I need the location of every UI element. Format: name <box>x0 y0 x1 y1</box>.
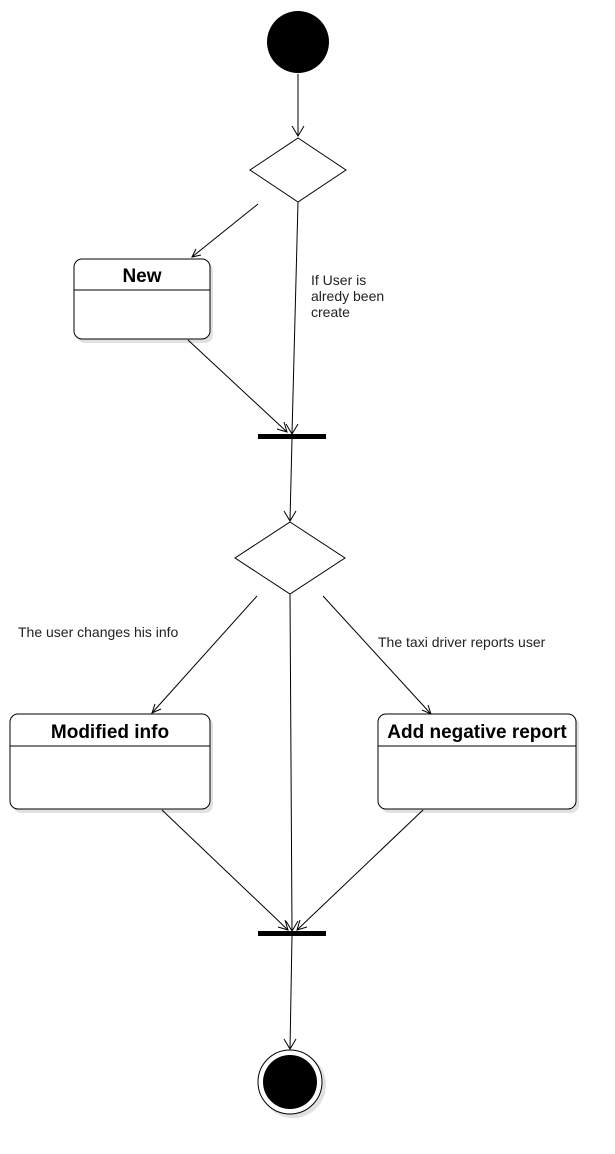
state-new: New <box>73 258 211 340</box>
label-driver-reports-user: The taxi driver reports user <box>378 634 546 650</box>
arrowhead <box>276 421 288 433</box>
arrowhead <box>296 919 308 931</box>
arrowhead <box>283 510 297 522</box>
state-add-negative-report: Add negative report <box>377 713 577 810</box>
arrowhead <box>151 703 162 714</box>
edge-negative-report-to-join-2 <box>296 809 424 931</box>
join-bar-2 <box>258 931 326 936</box>
initial-node <box>267 11 329 73</box>
arrowhead <box>291 125 305 137</box>
edge-new-to-join-1 <box>187 339 288 433</box>
edge-decision-2-to-modified <box>151 595 258 714</box>
edge-join-1-to-decision-2 <box>289 438 293 522</box>
join-bar-1 <box>258 434 326 439</box>
label-user-changes-info: The user changes his info <box>18 624 179 640</box>
final-node <box>257 1049 323 1115</box>
state-modified-info-title: Modified info <box>51 722 169 743</box>
edge-decision-1-to-new <box>191 203 259 258</box>
state-add-negative-report-title: Add negative report <box>387 722 567 743</box>
edge-modified-to-join-2 <box>161 809 289 931</box>
edge-decision-2-to-join-2 <box>289 593 293 932</box>
edge-decision-2-to-negative-report <box>322 595 432 715</box>
state-modified-info: Modified info <box>9 713 211 810</box>
edge-decision-1-to-join-1 <box>291 201 299 435</box>
state-new-title: New <box>122 266 161 287</box>
arrowhead <box>191 248 202 258</box>
decision-node-2 <box>234 521 346 595</box>
arrowhead <box>277 919 289 931</box>
label-existing-user: If User is alredy been create <box>311 272 388 320</box>
arrowhead <box>283 1038 297 1050</box>
edge-join-2-to-final <box>289 935 293 1050</box>
decision-node-1 <box>249 137 347 203</box>
